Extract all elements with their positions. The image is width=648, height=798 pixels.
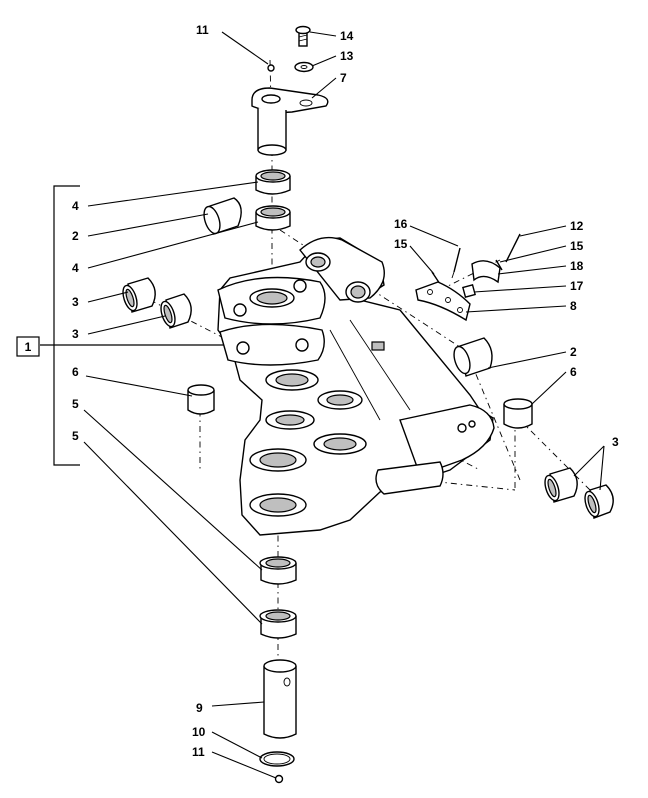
callout-13: 13 <box>340 49 354 63</box>
callout-4-lower: 4 <box>72 261 79 275</box>
callout-16: 16 <box>394 217 408 231</box>
bushing-2b <box>453 337 493 377</box>
callout-3-lower: 3 <box>72 327 79 341</box>
bushing-top-4b <box>255 205 291 231</box>
callout-8: 8 <box>570 299 577 313</box>
bushing-3c <box>544 467 578 503</box>
callout-2-left: 2 <box>72 229 79 243</box>
callout-15-right: 15 <box>570 239 584 253</box>
bushing-3a <box>122 277 156 313</box>
callout-5-lower: 5 <box>72 429 79 443</box>
bushing-6b <box>503 398 533 429</box>
bushing-top-4a <box>255 169 291 195</box>
screw-12 <box>505 233 521 263</box>
pin-9 <box>263 659 297 739</box>
group-box: 1 <box>16 336 40 357</box>
bushing-2a <box>203 197 242 235</box>
spring-pin-15b <box>495 259 503 271</box>
bushing-3b <box>160 293 192 329</box>
grease-nipple-11b <box>274 774 284 784</box>
callout-17: 17 <box>570 279 584 293</box>
callout-6-left: 6 <box>72 365 79 379</box>
callout-18: 18 <box>570 259 584 273</box>
callout-11-bottom: 11 <box>192 745 205 759</box>
block-17 <box>462 284 476 298</box>
callout-6-right: 6 <box>570 365 577 379</box>
callout-10: 10 <box>192 725 206 739</box>
screw-16 <box>451 247 461 279</box>
bracket-8 <box>415 281 471 322</box>
callout-7: 7 <box>340 71 347 85</box>
callout-9: 9 <box>196 701 203 715</box>
group-box-label: 1 <box>25 340 32 354</box>
bushing-5b <box>259 609 297 639</box>
callout-5-upper: 5 <box>72 397 79 411</box>
callout-15-left: 15 <box>394 237 408 251</box>
callout-4-upper: 4 <box>72 199 79 213</box>
clip-18 <box>471 260 501 284</box>
callout-14: 14 <box>340 29 354 43</box>
top-pin-assembly <box>251 25 329 156</box>
callout-12: 12 <box>570 219 584 233</box>
callout-labels: 11 14 13 7 4 2 4 3 3 6 5 5 16 15 12 15 1… <box>72 23 619 759</box>
bushing-5a <box>259 556 297 585</box>
main-casting <box>217 236 495 536</box>
callout-3-upper: 3 <box>72 295 79 309</box>
callout-11-top: 11 <box>196 23 209 37</box>
callout-2-right: 2 <box>570 345 577 359</box>
callout-3-right: 3 <box>612 435 619 449</box>
snap-ring-10 <box>259 751 295 767</box>
leader-lines <box>83 31 605 779</box>
bushing-6a <box>187 384 215 415</box>
bushing-3d <box>584 484 614 519</box>
